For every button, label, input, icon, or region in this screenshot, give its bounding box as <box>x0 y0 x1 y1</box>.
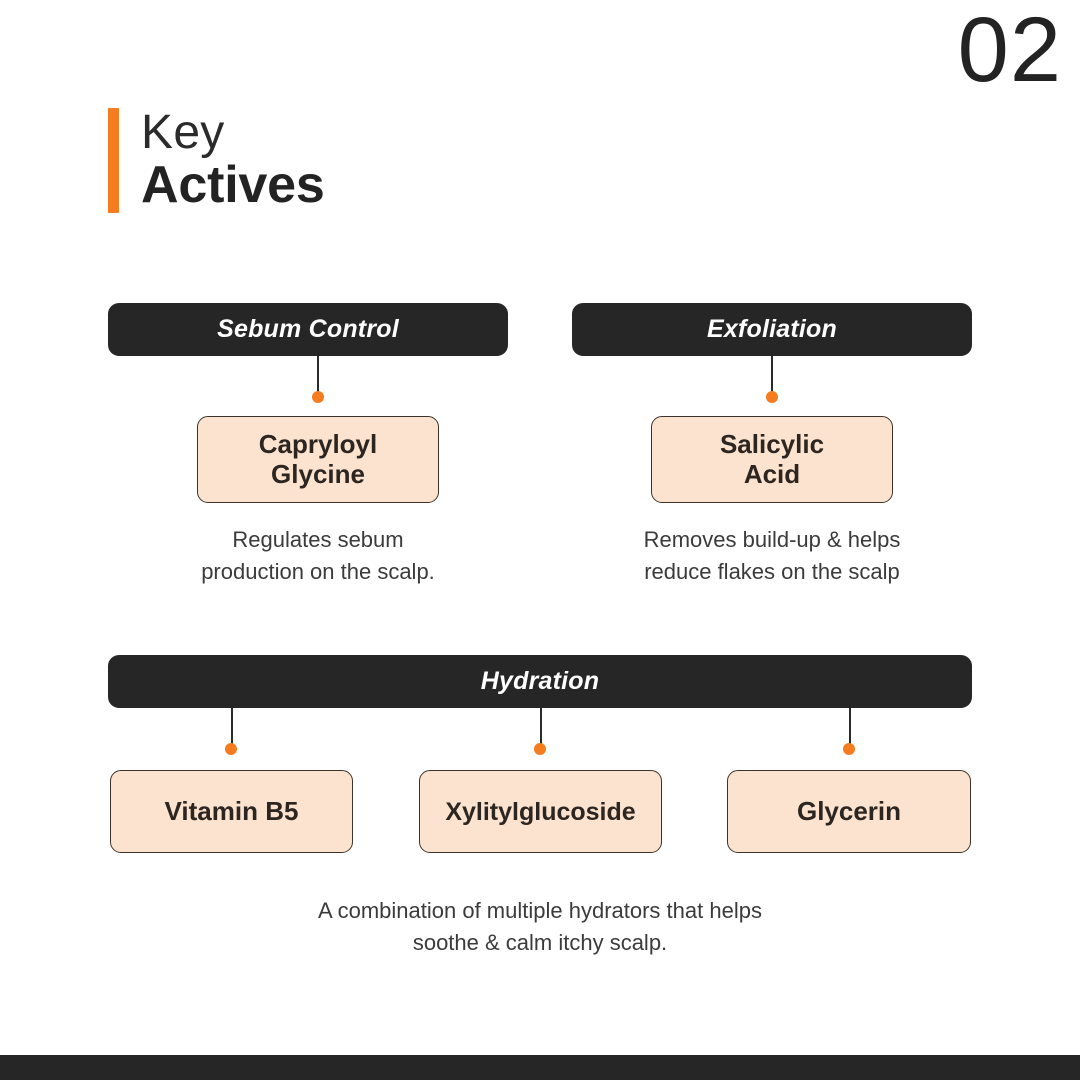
connector-dot-icon <box>766 391 778 403</box>
group-header-label: Exfoliation <box>707 315 837 343</box>
connector-line-xylitylglucoside <box>540 708 542 748</box>
group-header-sebum-control: Sebum Control <box>108 303 508 356</box>
ingredient-chip-vitamin-b5[interactable]: Vitamin B5 <box>110 770 353 853</box>
ingredient-chip-label: Glycerin <box>796 795 902 826</box>
caption-line-1: Regulates sebum <box>232 527 404 552</box>
group-header-label: Sebum Control <box>217 315 399 343</box>
group-caption-sebum-control: Regulates sebum production on the scalp. <box>138 524 498 588</box>
footer-strip <box>0 1055 1080 1080</box>
connector-dot-icon <box>843 743 855 755</box>
page-title-line-2: Actives <box>141 155 325 214</box>
connector-line-glycerin <box>849 708 851 748</box>
group-caption-hydration: A combination of multiple hydrators that… <box>230 895 850 959</box>
connector-line-exfoliation <box>771 356 773 397</box>
caption-line-1: A combination of multiple hydrators that… <box>318 898 762 923</box>
page-title: Key Actives <box>108 108 325 214</box>
connector-dot-icon <box>312 391 324 403</box>
caption-line-1: Removes build-up & helps <box>643 527 901 552</box>
group-header-label: Hydration <box>480 667 600 695</box>
page-number: 02 <box>957 0 1062 101</box>
connector-dot-icon <box>225 743 237 755</box>
caption-line-2: production on the scalp. <box>201 558 435 584</box>
group-caption-exfoliation: Removes build-up & helps reduce flakes o… <box>592 524 952 588</box>
ingredient-chip-glycerin[interactable]: Glycerin <box>727 770 971 853</box>
connector-line-sebum-control <box>317 356 319 397</box>
ingredient-chip-label: Xylitylglucoside <box>445 797 636 826</box>
group-header-exfoliation: Exfoliation <box>572 303 972 356</box>
group-header-hydration: Hydration <box>108 655 972 708</box>
connector-line-vitamin-b5 <box>231 708 233 748</box>
connector-dot-icon <box>534 743 546 755</box>
ingredient-chip-xylitylglucoside[interactable]: Xylitylglucoside <box>419 770 662 853</box>
title-text: Key Actives <box>141 108 325 213</box>
caption-line-2: soothe & calm itchy scalp. <box>412 929 668 955</box>
caption-line-2: reduce flakes on the scalp <box>644 558 900 584</box>
ingredient-chip-label: Vitamin B5 <box>164 795 299 826</box>
page-title-line-1: Key <box>141 106 225 159</box>
title-accent-bar <box>108 108 119 214</box>
